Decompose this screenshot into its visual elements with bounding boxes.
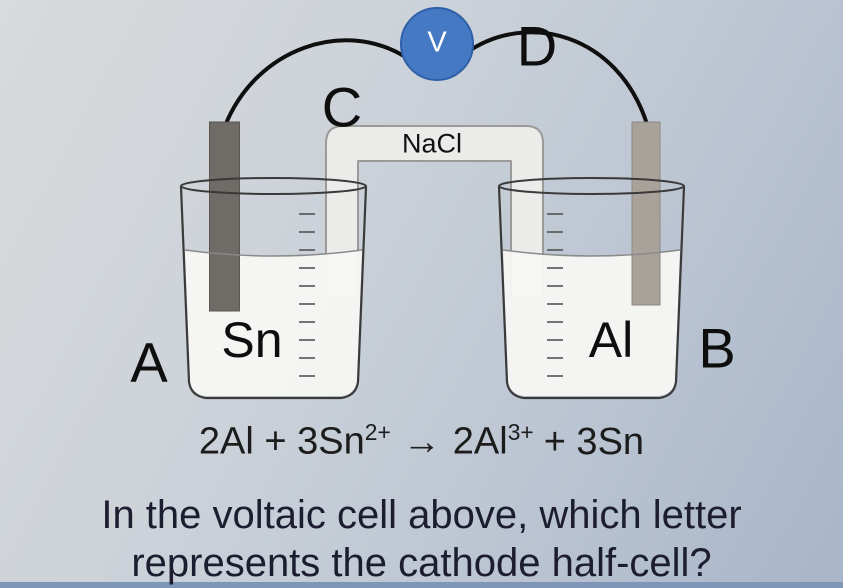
equation-rhs-a: 2Al [452, 420, 508, 463]
equation-lhs: 2Al + 3Sn [198, 420, 365, 463]
bottom-edge-band [0, 582, 843, 588]
question-text: In the voltaic cell above, which letter … [0, 491, 843, 587]
equation-rhs-b: + 3Sn [543, 420, 645, 463]
question-line-2: represents the cathode half-cell? [131, 541, 712, 585]
tin-electrode-label: Sn [221, 312, 283, 368]
label-d: D [516, 14, 558, 78]
wire-right [464, 30, 649, 126]
voltmeter-body [400, 7, 474, 81]
salt-bridge-label: NaCl [401, 128, 463, 159]
aluminum-electrode-label: Al [588, 312, 634, 368]
label-c: C [321, 75, 363, 139]
question-line-1: In the voltaic cell above, which letter [101, 493, 742, 537]
reaction-equation: 2Al + 3Sn2+ → 2Al3+ + 3Sn [0, 419, 843, 464]
right-beaker [497, 185, 686, 400]
label-b: B [698, 316, 736, 380]
left-liquid-surface [184, 249, 363, 257]
left-beaker [179, 185, 368, 400]
right-beaker-rim [498, 177, 685, 195]
wire-left [223, 38, 409, 128]
tin-electrode [209, 121, 240, 312]
aluminum-electrode [631, 121, 661, 306]
voltmeter-label: V [427, 26, 447, 59]
right-beaker-graduations [547, 213, 563, 377]
left-beaker-rim [180, 177, 367, 195]
equation-lhs-superscript: 2+ [364, 419, 391, 445]
label-a: A [130, 330, 168, 394]
reaction-arrow: → [402, 420, 441, 463]
left-beaker-graduations [299, 213, 315, 377]
right-liquid-surface [502, 249, 681, 257]
equation-rhs-superscript: 3+ [507, 419, 534, 445]
